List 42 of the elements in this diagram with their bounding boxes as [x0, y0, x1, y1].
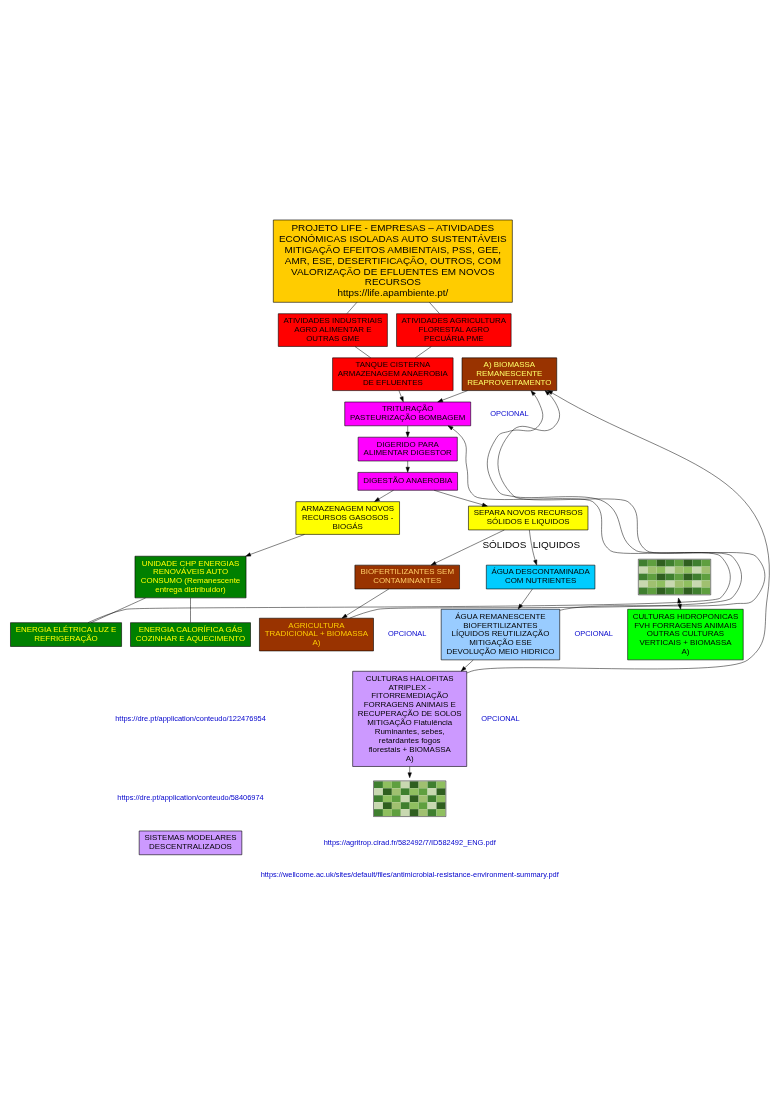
- arrow: [341, 588, 390, 618]
- node-box: SEPARA NOVOS RECURSOS SÓLIDOS E LIQUIDOS: [468, 505, 589, 530]
- arrow: [437, 389, 468, 402]
- node-box: A) BIOMASSA REMANESCENTE REAPROVEITAMENTO: [461, 357, 558, 391]
- connector: [190, 597, 191, 623]
- arrow: [398, 389, 404, 402]
- node-box: BIOFERTILIZANTES SEM CONTAMINANTES: [354, 564, 460, 589]
- node-box: ÁGUA REMANESCENTE BIOFERTILIZANTES LÍQUIDOS REUTILIZAÇÃO MITIGAÇÃO ESE DEVOLUÇÃO MEIO HIDRICO: [440, 608, 560, 660]
- node-box: ENERGIA ELÉTRICA LUZ E REFRIGERAÇÃO: [10, 621, 122, 647]
- arrow: [430, 529, 505, 565]
- arrow: [677, 597, 682, 609]
- arrow: [407, 765, 412, 778]
- node-box: TANQUE CISTERNA ARMAZENAGEM ANAEROBIA DE EFLUENTES: [332, 357, 454, 391]
- arrow: [433, 489, 488, 507]
- arrow: [529, 529, 538, 565]
- connector: [354, 345, 371, 358]
- arrow: [405, 460, 410, 472]
- arrow: [374, 489, 394, 502]
- node-box: AGRICULTURA TRADICIONAL + BIOMASSA A): [259, 617, 374, 651]
- node-box: ENERGIA CALORÍFICA GÁS COZINHAR E AQUECIMENTO: [130, 621, 251, 647]
- edge-label: SÓLIDOS: [482, 538, 527, 550]
- node-box: ARMAZENAGEM NOVOS RECURSOS GASOSOS - BIOGÁS: [295, 500, 400, 535]
- arrow: [245, 533, 305, 556]
- node-box: CULTURAS HIDROPONICAS FVH FORRAGENS ANIMAIS OUTRAS CULTURAS VERTICAIS + BIOMASSA A): [627, 608, 744, 660]
- arrow: [497, 389, 766, 611]
- node-box: UNIDADE CHP ENERGIAS RENOVÁVEIS AUTO CONSUMO (Remanescente entrega distribuidor): [134, 555, 247, 598]
- arrow: [460, 659, 474, 671]
- node-box: ATIVIDADES INDUSTRIAIS AGRO ALIMENTAR E OUTRAS GME: [277, 312, 388, 347]
- node-box: CULTURAS HALOFITAS ATRIPLEX - FITORREMEDIAÇÃO FORRAGENS ANIMAIS E RECUPERAÇÃO DE SOLOS MITIGAÇÃO Flatulência Ruminantes, sebes, retardantes fogos florestais + BIOMASSA A): [352, 670, 468, 767]
- edge-label: LIQUIDOS: [532, 538, 581, 550]
- connector: [90, 597, 146, 623]
- arrow: [517, 588, 533, 609]
- node-box: DIGESTÃO ANAEROBIA: [357, 471, 458, 491]
- arrow: [87, 425, 731, 623]
- node-box: TRITURAÇÃO PASTEURIZAÇÃO BOMBAGEM: [344, 401, 471, 426]
- arrow: [405, 425, 410, 437]
- node-box: ÁGUA DESCONTAMINADA COM NUTRIENTES: [486, 564, 596, 589]
- node-box: ATIVIDADES AGRICULTURA FLORESTAL AGRO PECUÁRIA PME: [396, 312, 512, 347]
- node-box: SISTEMAS MODELARES DESCENTRALIZADOS: [138, 830, 243, 855]
- arrow: [349, 389, 742, 618]
- node-box: PROJETO LIFE - EMPRESAS – ATIVIDADES ECONÓMICAS ISOLADAS AUTO SUSTENTÁVEIS MITIGAÇÃO EFEITOS AMBIENTAIS, PSS, GEE, AMR, ESE, DESERTIFICAÇÃO, OUTROS, COM VALORIZAÇÃO DE EFLUENTES EM NOVOS RECURSOS https://life.apambiente.pt/: [273, 219, 513, 303]
- node-box: DIGERIDO PARA ALIMENTAR DIGESTOR: [357, 436, 458, 461]
